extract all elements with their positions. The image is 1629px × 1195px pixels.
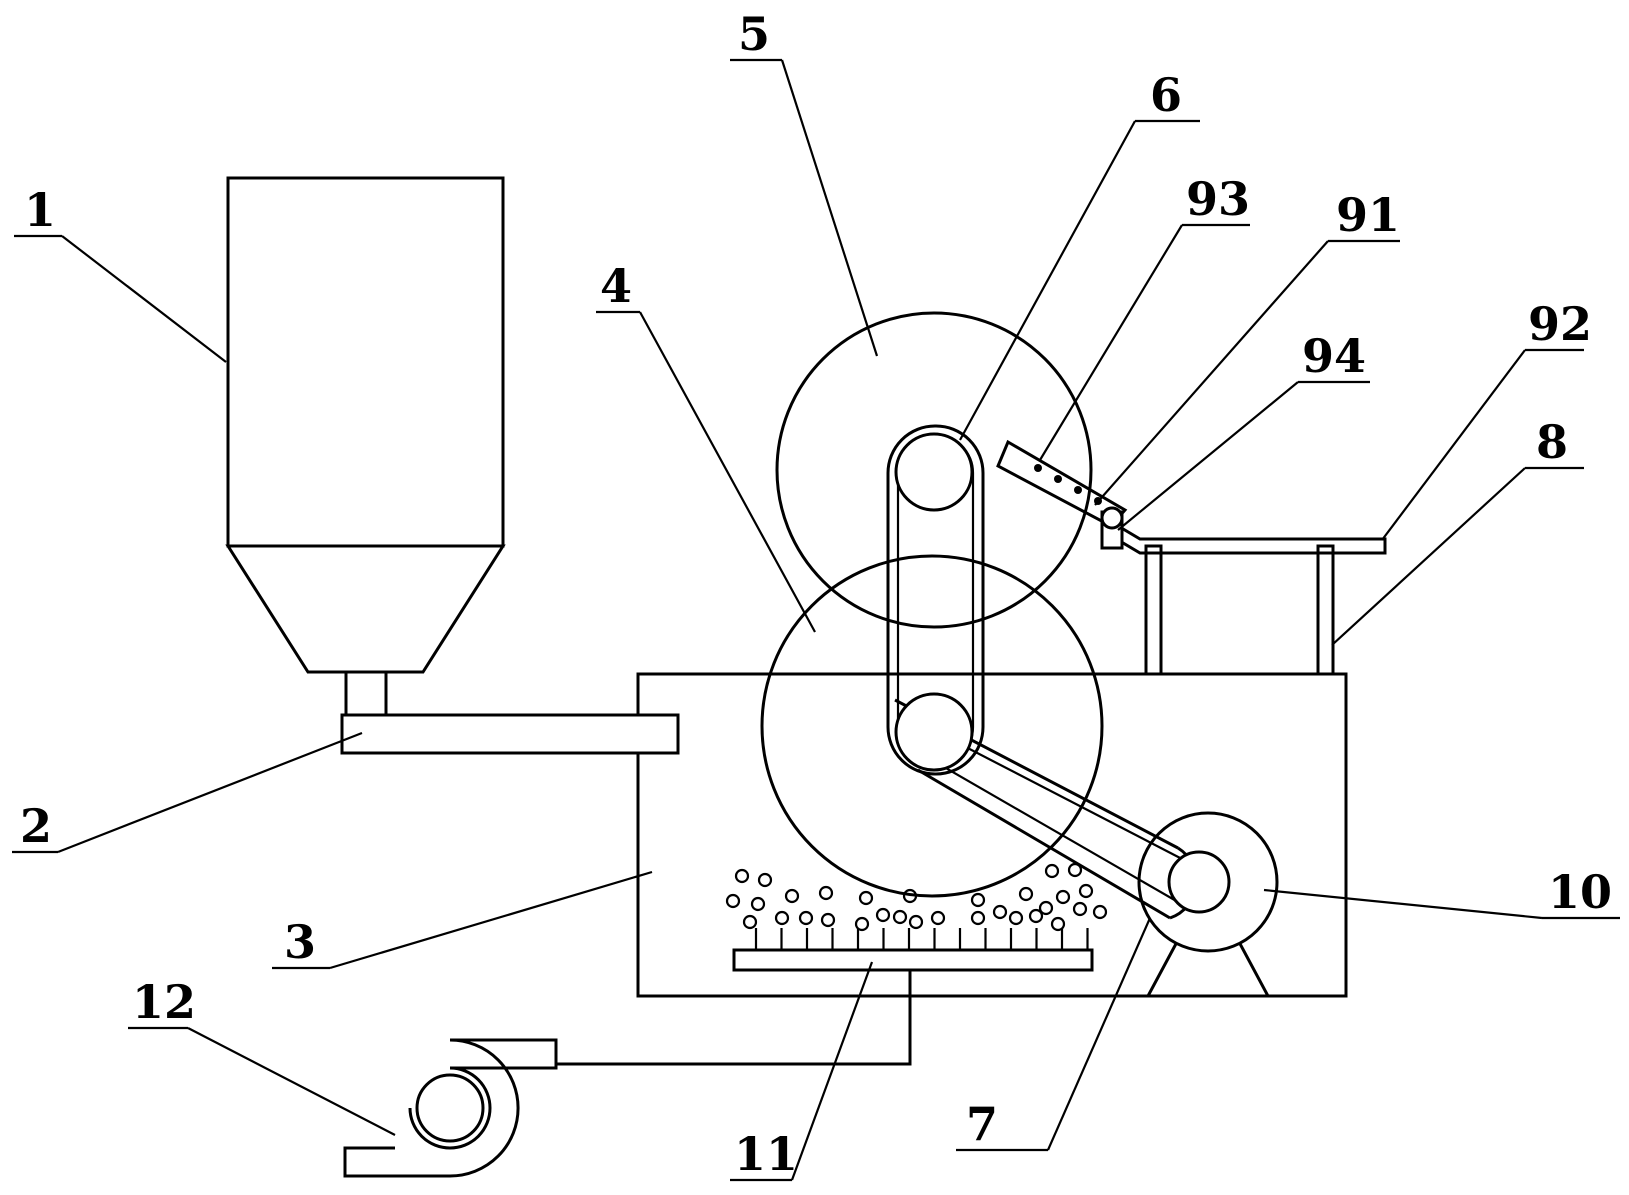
label-4: 4 [600,259,632,313]
air-line [556,970,912,1066]
bubble [858,890,874,906]
label-94: 94 [1302,329,1366,383]
blower [343,1038,558,1178]
label-7: 7 [966,1097,998,1151]
bubble [875,907,891,923]
bubble [1008,910,1024,926]
label-2: 2 [20,799,52,853]
motor-pulley [1167,850,1231,914]
label-1: 1 [24,183,56,237]
part-labels: 1 2 3 4 5 6 93 91 94 92 8 10 7 11 12 [20,7,1612,1181]
bubble [992,904,1008,920]
label-91: 91 [1336,188,1400,242]
bubble [970,892,986,908]
label-5: 5 [738,7,770,61]
aeration-pipe [732,928,1094,972]
bubbles [725,862,1108,932]
label-11: 11 [734,1127,798,1181]
bubble [774,910,790,926]
hinge [1100,506,1124,550]
bubble [750,896,766,912]
bubble [1038,900,1054,916]
feed-pipe [340,713,680,755]
tank [636,672,1348,998]
bubble [1078,883,1094,899]
label-6: 6 [1150,68,1182,122]
label-12: 12 [132,975,196,1029]
bubble [1067,862,1083,878]
middle-pulley [894,692,974,772]
label-10: 10 [1548,865,1612,919]
bubble [1072,901,1088,917]
bubble [734,868,750,884]
bubble [854,916,870,932]
bubble [1028,908,1044,924]
bubble [930,910,946,926]
bubble [1050,916,1066,932]
bubble [757,872,773,888]
bubble [1092,904,1108,920]
lower-drum [760,554,1104,898]
label-8: 8 [1536,415,1568,469]
diagonal-belt [894,698,1198,920]
bubble [908,914,924,930]
bubble [820,912,836,928]
bubble [725,893,741,909]
label-93: 93 [1186,172,1250,226]
support-frame [1144,544,1335,676]
label-92: 92 [1528,297,1592,351]
bubble [798,910,814,926]
bubble [784,888,800,904]
hopper [225,176,506,717]
bubble [1018,886,1034,902]
label-3: 3 [284,915,316,969]
bubble [742,914,758,930]
bubble [902,888,918,904]
bubble [892,909,908,925]
bubble [818,885,834,901]
scraper-plate [1106,517,1387,555]
leader-lines [12,58,1620,1182]
upper-pulley [894,432,974,512]
upper-drum [775,311,1093,629]
bubble [1044,863,1060,879]
bubble [1055,889,1071,905]
bubble [970,910,986,926]
